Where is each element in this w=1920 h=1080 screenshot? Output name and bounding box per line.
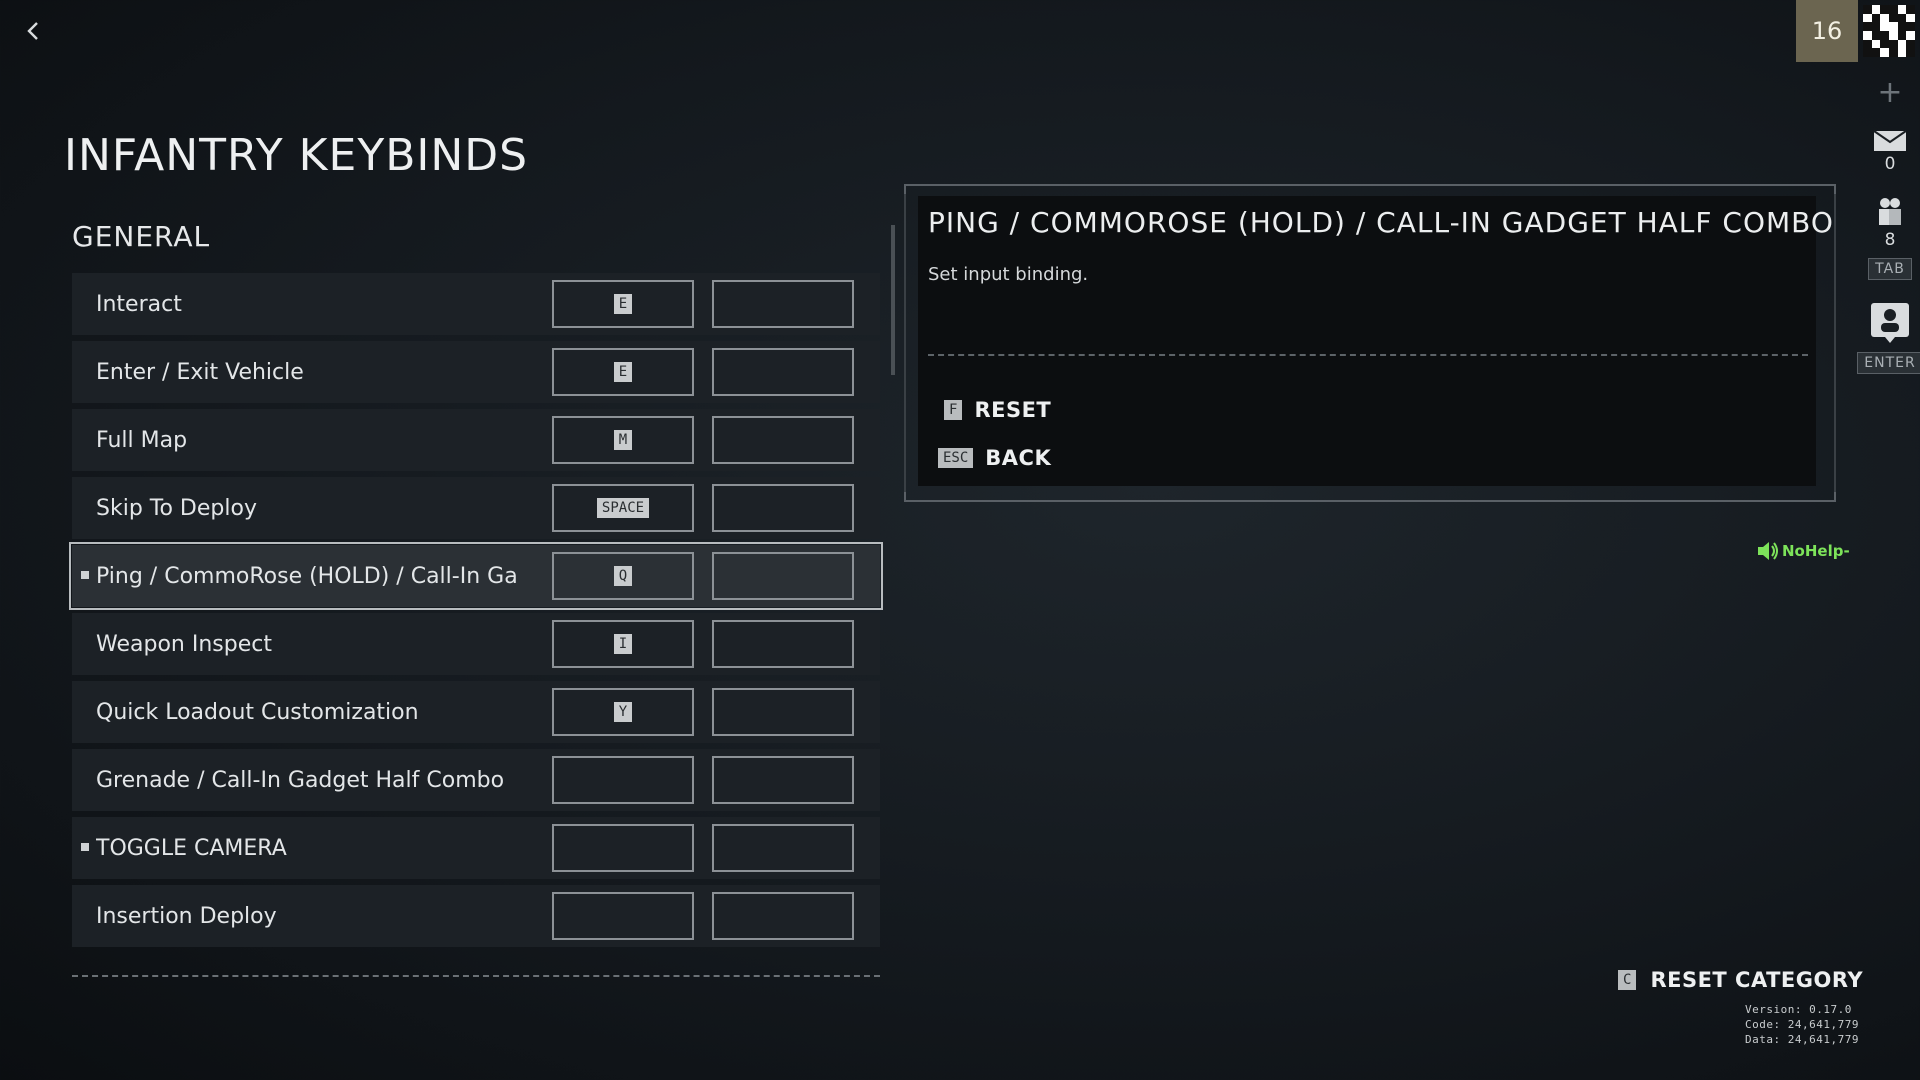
keybind-label: Full Map bbox=[96, 427, 188, 453]
reset-key-hint: F bbox=[944, 400, 963, 420]
secondary-binding-slot[interactable] bbox=[712, 552, 854, 600]
profile-key-hint: ENTER bbox=[1857, 352, 1920, 374]
mail-button[interactable]: 0 bbox=[1873, 130, 1907, 174]
back-key-hint: ESC bbox=[938, 448, 974, 468]
keybind-label: Weapon Inspect bbox=[96, 631, 272, 657]
keybind-row-insertion-deploy[interactable]: Insertion Deploy bbox=[72, 885, 880, 947]
mail-icon bbox=[1873, 130, 1907, 151]
row-marker bbox=[81, 843, 89, 851]
back-action-button[interactable]: ESC BACK bbox=[938, 446, 1051, 470]
back-arrow-icon bbox=[27, 22, 38, 40]
squad-key-hint: TAB bbox=[1868, 258, 1912, 280]
keybind-label: Quick Loadout Customization bbox=[96, 699, 419, 725]
primary-binding-slot[interactable]: Y bbox=[552, 688, 694, 736]
detail-divider bbox=[928, 354, 1808, 356]
keybind-label: Interact bbox=[96, 291, 182, 317]
primary-binding-slot[interactable] bbox=[552, 824, 694, 872]
primary-binding-slot[interactable]: Q bbox=[552, 552, 694, 600]
mail-count: 0 bbox=[1884, 154, 1896, 174]
keycap: SPACE bbox=[596, 498, 650, 518]
primary-binding-slot[interactable] bbox=[552, 892, 694, 940]
keybind-label: TOGGLE CAMERA bbox=[96, 835, 287, 861]
reset-button[interactable]: F RESET bbox=[944, 398, 1051, 422]
secondary-binding-slot[interactable] bbox=[712, 688, 854, 736]
list-divider bbox=[72, 975, 880, 977]
level-badge[interactable]: 16 bbox=[1796, 0, 1858, 62]
detail-description: Set input binding. bbox=[928, 264, 1089, 285]
keybind-row-skip-to-deploy[interactable]: Skip To Deploy SPACE bbox=[72, 477, 880, 539]
code-text: Code: 24,641,779 bbox=[1745, 1018, 1859, 1031]
section-title: GENERAL bbox=[72, 220, 211, 253]
secondary-binding-slot[interactable] bbox=[712, 756, 854, 804]
squad-count: 8 bbox=[1884, 230, 1896, 250]
keybind-row-quick-loadout[interactable]: Quick Loadout Customization Y bbox=[72, 681, 880, 743]
keybind-label: Grenade / Call-In Gadget Half Combo bbox=[96, 767, 505, 793]
primary-binding-slot[interactable]: SPACE bbox=[552, 484, 694, 532]
keybind-row-toggle-camera[interactable]: TOGGLE CAMERA bbox=[72, 817, 880, 879]
detail-panel: PING / COMMOROSE (HOLD) / CALL-IN GADGET… bbox=[918, 196, 1833, 486]
top-right-header: 16 bbox=[1796, 0, 1920, 62]
keybind-row-ping-commorose[interactable]: Ping / CommoRose (HOLD) / Call-In Ga Q bbox=[69, 542, 883, 610]
nohelp-label: NoHelp- bbox=[1782, 542, 1850, 560]
secondary-binding-slot[interactable] bbox=[712, 892, 854, 940]
secondary-binding-slot[interactable] bbox=[712, 416, 854, 464]
page-title: INFANTRY KEYBINDS bbox=[64, 130, 529, 181]
detail-frame bbox=[904, 184, 1836, 502]
squad-button[interactable]: 8 TAB bbox=[1868, 196, 1912, 280]
keybind-row-interact[interactable]: Interact E bbox=[72, 273, 880, 335]
keybind-label: Enter / Exit Vehicle bbox=[96, 359, 304, 385]
nohelp-indicator: NoHelp- bbox=[1756, 540, 1850, 562]
reset-category-label: RESET CATEGORY bbox=[1650, 968, 1864, 992]
date-text: Data: 24,641,779 bbox=[1745, 1033, 1859, 1046]
keycap: M bbox=[613, 430, 633, 450]
keycap: I bbox=[613, 634, 633, 654]
row-marker bbox=[81, 571, 89, 579]
keycap: E bbox=[613, 362, 633, 382]
keybind-row-enter-exit-vehicle[interactable]: Enter / Exit Vehicle E bbox=[72, 341, 880, 403]
side-rail: + 0 8 TAB ENTER bbox=[1857, 66, 1920, 374]
keybind-label: Ping / CommoRose (HOLD) / Call-In Ga bbox=[96, 563, 518, 589]
keybind-row-full-map[interactable]: Full Map M bbox=[72, 409, 880, 471]
secondary-binding-slot[interactable] bbox=[712, 484, 854, 532]
keycap: Y bbox=[613, 702, 633, 722]
keybind-label: Insertion Deploy bbox=[96, 903, 277, 929]
secondary-binding-slot[interactable] bbox=[712, 620, 854, 668]
reset-label: RESET bbox=[974, 398, 1052, 422]
keycap: E bbox=[613, 294, 633, 314]
primary-binding-slot[interactable]: M bbox=[552, 416, 694, 464]
secondary-binding-slot[interactable] bbox=[712, 348, 854, 396]
back-label: BACK bbox=[985, 446, 1052, 470]
profile-icon bbox=[1871, 303, 1909, 343]
primary-binding-slot[interactable] bbox=[552, 756, 694, 804]
keybind-row-grenade-combo[interactable]: Grenade / Call-In Gadget Half Combo bbox=[72, 749, 880, 811]
secondary-binding-slot[interactable] bbox=[712, 824, 854, 872]
keybind-label: Skip To Deploy bbox=[96, 495, 257, 521]
secondary-binding-slot[interactable] bbox=[712, 280, 854, 328]
primary-binding-slot[interactable]: E bbox=[552, 280, 694, 328]
speaker-icon bbox=[1758, 542, 1778, 560]
version-text: Version: 0.17.0 bbox=[1745, 1003, 1852, 1016]
qr-code-icon[interactable] bbox=[1863, 5, 1915, 57]
reset-category-button[interactable]: C RESET CATEGORY bbox=[1618, 968, 1863, 992]
profile-button[interactable]: ENTER bbox=[1857, 302, 1920, 374]
reset-category-key-hint: C bbox=[1618, 970, 1637, 990]
detail-title: PING / COMMOROSE (HOLD) / CALL-IN GADGET… bbox=[928, 206, 1834, 239]
keybind-row-weapon-inspect[interactable]: Weapon Inspect I bbox=[72, 613, 880, 675]
plus-icon[interactable]: + bbox=[1877, 75, 1903, 110]
primary-binding-slot[interactable]: E bbox=[552, 348, 694, 396]
back-button[interactable] bbox=[18, 16, 48, 46]
version-info: Version: 0.17.0 Code: 24,641,779 Data: 2… bbox=[1745, 1002, 1859, 1047]
list-scrollbar[interactable] bbox=[891, 225, 895, 375]
keycap: Q bbox=[613, 566, 633, 586]
squad-icon bbox=[1879, 198, 1901, 225]
primary-binding-slot[interactable]: I bbox=[552, 620, 694, 668]
